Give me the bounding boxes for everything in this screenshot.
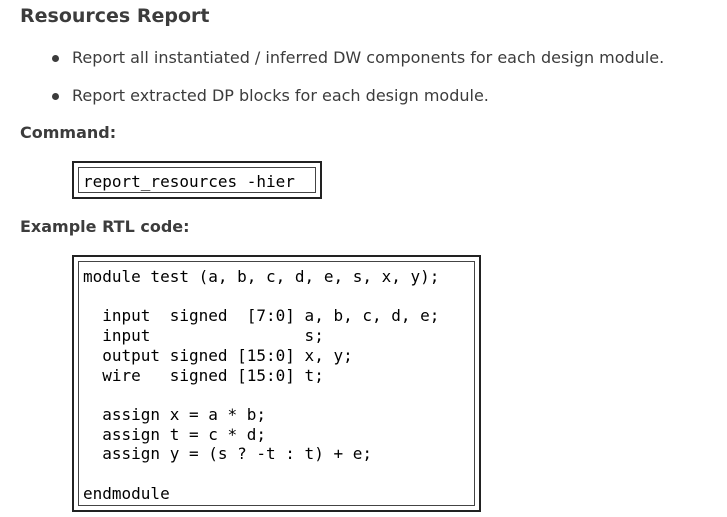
bullet-text: Report extracted DP blocks for each desi… xyxy=(72,86,489,105)
code-line: input signed [7:0] a, b, c, d, e; xyxy=(83,306,440,326)
command-code: report_resources -hier xyxy=(83,172,295,191)
code-line: assign y = (s ? -t : t) + e; xyxy=(83,444,372,464)
list-item: Report extracted DP blocks for each desi… xyxy=(50,84,664,122)
code-line: wire signed [15:0] t; xyxy=(83,365,324,385)
code-line: input s; xyxy=(83,326,324,346)
bullet-dot-icon xyxy=(52,55,59,62)
bullet-text: Report all instantiated / inferred DW co… xyxy=(72,48,665,67)
code-line: output signed [15:0] x, y; xyxy=(83,345,353,365)
code-line: assign t = c * d; xyxy=(83,424,267,444)
bullet-dot-icon xyxy=(52,93,59,100)
command-code-box: report_resources -hier xyxy=(72,161,322,199)
list-item: Report all instantiated / inferred DW co… xyxy=(50,46,664,84)
example-code: module test (a, b, c, d, e, s, x, y); in… xyxy=(79,262,474,503)
code-line: assign x = a * b; xyxy=(83,404,267,424)
bullet-list: Report all instantiated / inferred DW co… xyxy=(50,46,664,122)
page-title: Resources Report xyxy=(20,5,210,27)
command-code-frame: report_resources -hier xyxy=(78,167,316,193)
command-heading: Command: xyxy=(20,123,117,142)
example-code-box: module test (a, b, c, d, e, s, x, y); in… xyxy=(72,255,481,512)
code-line: module test (a, b, c, d, e, s, x, y); xyxy=(83,267,440,286)
example-code-frame: module test (a, b, c, d, e, s, x, y); in… xyxy=(78,261,475,506)
code-line: endmodule xyxy=(83,483,170,503)
example-heading: Example RTL code: xyxy=(20,217,190,236)
